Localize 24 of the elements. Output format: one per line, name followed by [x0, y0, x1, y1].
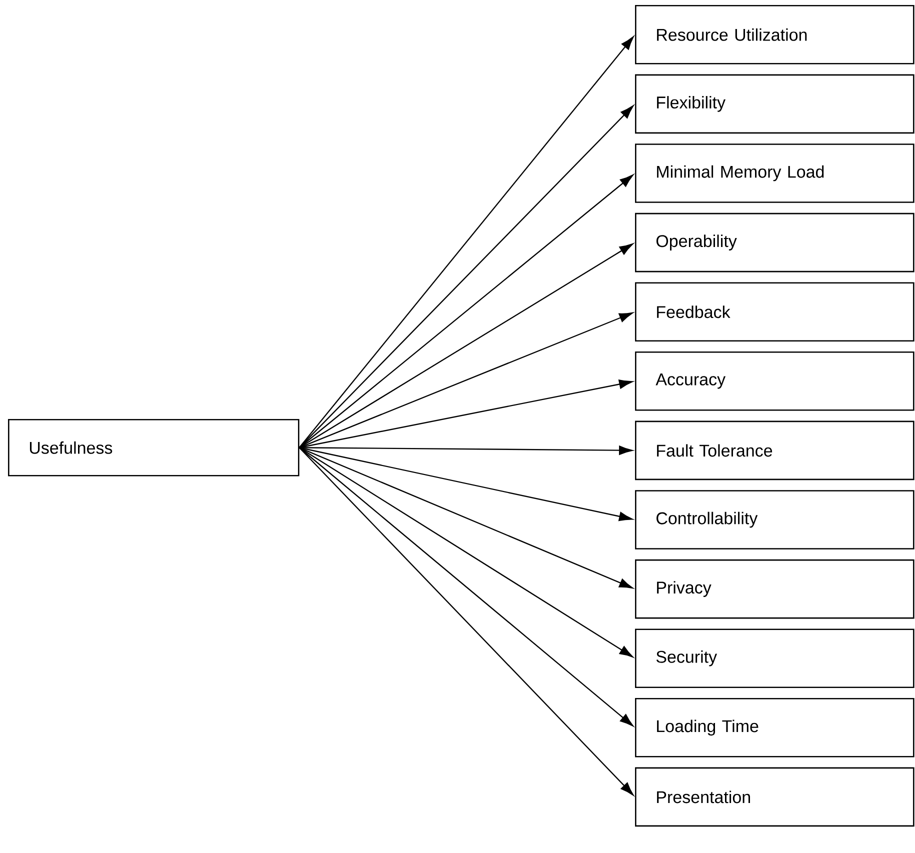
arrow: [299, 380, 633, 448]
quality-box: Fault Tolerance: [635, 420, 914, 480]
quality-box: Controllability: [635, 490, 914, 550]
arrow: [298, 105, 634, 448]
quality-box: Operability: [635, 212, 914, 272]
quality-box: Resource Utilization: [635, 5, 914, 64]
quality-box: Feedback: [635, 282, 914, 342]
arrow: [299, 446, 633, 455]
quality-box: Loading Time: [635, 698, 914, 758]
quality-box: Minimal Memory Load: [635, 144, 914, 203]
arrow: [299, 447, 633, 522]
arrow: [298, 447, 634, 796]
quality-box: Flexibility: [635, 74, 914, 134]
quality-box: Privacy: [635, 559, 914, 619]
quality-box: Presentation: [635, 767, 914, 827]
arrow: [299, 312, 633, 448]
arrow: [299, 243, 634, 448]
arrow: [298, 447, 634, 726]
quality-box: Accuracy: [635, 352, 914, 411]
arrow: [298, 36, 634, 448]
arrow: [298, 174, 634, 448]
quality-box: Security: [635, 628, 914, 688]
arrow: [299, 447, 633, 588]
usefulness-box: Usefulness: [8, 419, 300, 476]
